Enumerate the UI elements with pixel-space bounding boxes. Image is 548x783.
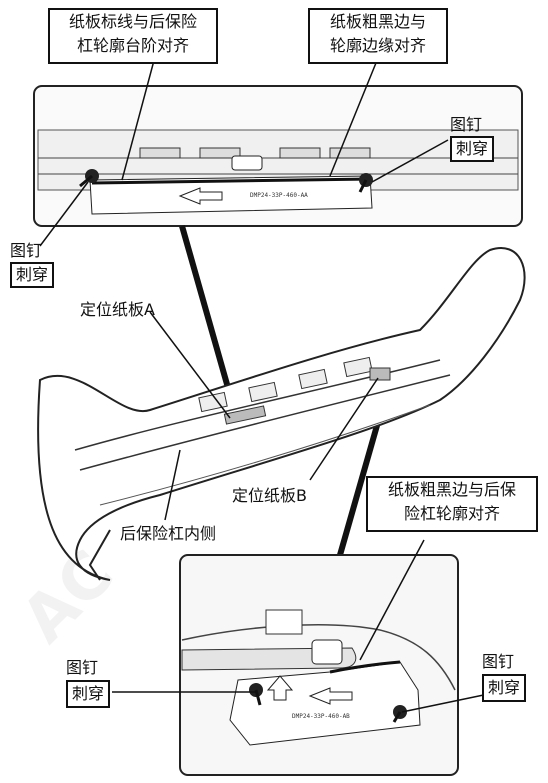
callout-pin-pierce-bottom-right: 图钉 刺穿 <box>476 650 532 710</box>
callout-thick-edge-outline: 纸板粗黑边与 轮廓边缘对齐 <box>308 8 448 64</box>
board-b-part-number: DMP24-33P-460-AB <box>292 713 350 720</box>
callout-line-1: 图钉 <box>10 241 43 260</box>
bottom-detail-panel: DMP24-33P-460-AB <box>179 554 459 776</box>
label-board-a: 定位纸板A <box>80 300 155 319</box>
label-bumper-inner: 后保险杠内侧 <box>120 524 217 543</box>
callout-line-2: 轮廓边缘对齐 <box>329 36 426 55</box>
callout-line-1: 图钉 <box>66 658 99 677</box>
callout-pin-pierce-bottom-left: 图钉 刺穿 <box>60 656 116 716</box>
callout-pin-pierce-left: 图钉 刺穿 <box>4 240 60 292</box>
callout-line-1: 图钉 <box>482 652 515 671</box>
callout-line-2: 刺穿 <box>482 674 526 702</box>
top-detail-panel: DMP24-33P-460-AA <box>33 85 523 227</box>
callout-line-1: 纸板标线与后保险 <box>68 12 197 31</box>
callout-line-1: 图钉 <box>450 115 483 134</box>
rear-bumper <box>37 247 526 581</box>
callout-line-2: 刺穿 <box>450 136 494 162</box>
callout-align-mark-step: 纸板标线与后保险 杠轮廓台阶对齐 <box>48 8 218 64</box>
callout-pin-pierce-top-right: 图钉 刺穿 <box>444 114 500 166</box>
callout-line-1: 纸板粗黑边与 <box>329 12 426 31</box>
board-a-part-number: DMP24-33P-460-AA <box>250 192 308 199</box>
callout-thick-edge-bumper: 纸板粗黑边与后保 险杠轮廓对齐 <box>366 476 538 532</box>
callout-line-2: 杠轮廓台阶对齐 <box>76 36 189 55</box>
label-board-b: 定位纸板B <box>232 486 307 505</box>
callout-line-2: 刺穿 <box>10 262 54 288</box>
callout-line-2: 刺穿 <box>66 680 110 708</box>
callout-line-1: 纸板粗黑边与后保 <box>387 480 516 499</box>
callout-line-2: 险杠轮廓对齐 <box>403 504 500 523</box>
